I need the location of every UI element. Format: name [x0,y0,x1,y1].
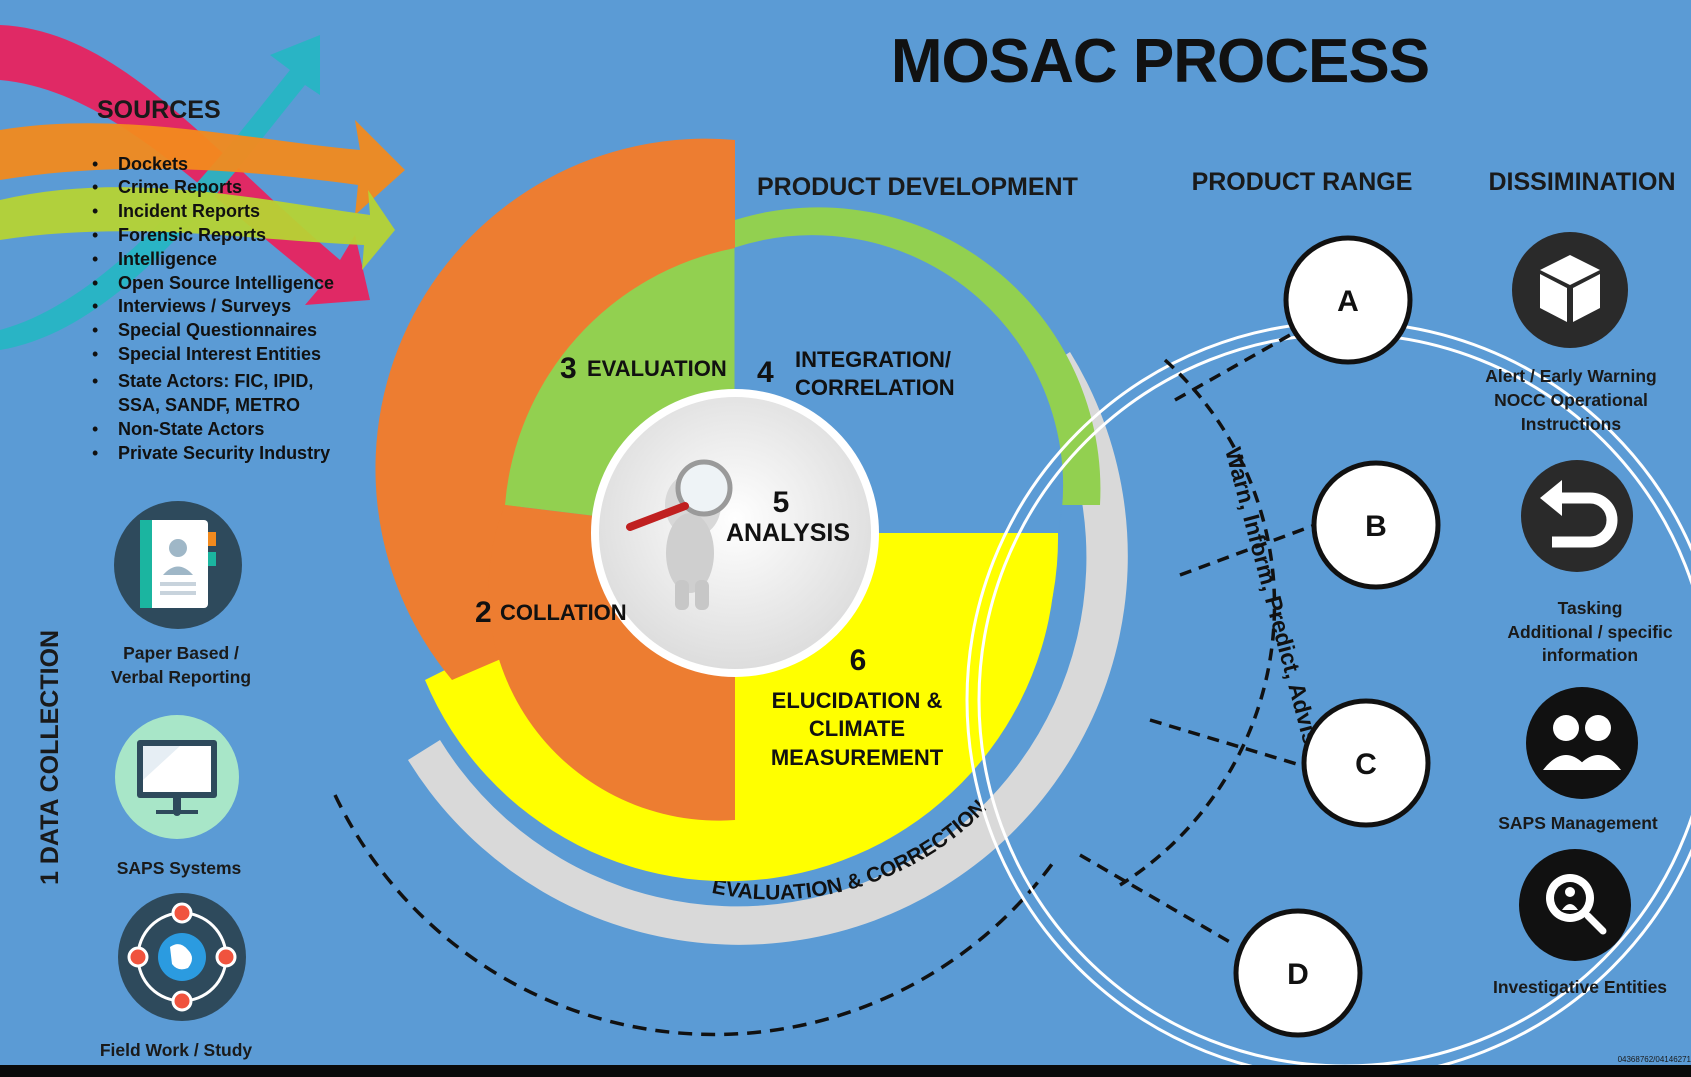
source-bullet: • [92,225,98,245]
source-item: Interviews / Surveys [118,296,291,316]
collation-label: COLLATION [500,600,627,625]
product-range-heading: PRODUCT RANGE [1192,168,1413,196]
product-b-letter: B [1365,510,1387,543]
return-arrow-icon [1521,460,1633,572]
tasking-caption-line3: information [1542,645,1638,665]
paper-based-caption-line1: Paper Based / [123,643,239,663]
sources-arrows-graphic [0,25,405,350]
box-icon [1512,232,1628,348]
integration-label-line1: INTEGRATION/ [795,347,951,372]
integration-number: 4 [757,356,774,389]
saps-systems-caption: SAPS Systems [117,858,242,878]
product-b: B [1311,460,1441,590]
analysis-number: 5 [773,486,790,519]
elucidation-number: 6 [850,644,867,677]
notebook-icon [114,501,242,629]
sources-panel: SOURCES • Dockets • Crime Reports • Incident … [92,96,334,463]
footer-code: 04368762/04146271 [1618,1055,1691,1064]
collation-number: 2 [475,596,492,629]
investigator-icon [1519,849,1631,961]
evaluation-number: 3 [560,352,577,385]
product-d: D [1233,908,1363,1038]
source-item: Forensic Reports [118,225,266,245]
analysis-label: ANALYSIS [726,519,850,547]
tasking-caption-line2: Additional / specific [1507,622,1673,642]
integration-label-line2: CORRELATION [795,375,955,400]
page-title: MOSAC PROCESS [891,27,1429,96]
sources-list: • Dockets • Crime Reports • Incident Reports •… [92,154,334,463]
source-bullet: • [92,443,98,463]
saps-management-caption: SAPS Management [1498,813,1658,833]
product-connectors [1079,333,1316,947]
collection-dashed-arc [333,794,1057,1037]
bottom-bar [0,1065,1691,1077]
source-bullet: • [92,249,98,269]
sources-state-actors-line2: SSA, SANDF, METRO [118,395,300,415]
warn-inform-predict-advise: Warn, Inform, Predict, Advise [1220,445,1328,760]
source-bullet: • [92,201,98,221]
source-item: Non-State Actors [118,419,264,439]
source-bullet: • [92,177,98,197]
analyst-magnifier-icon [626,459,733,610]
source-bullet: • [92,344,98,364]
elucidation-label-line3: MEASUREMENT [771,745,944,770]
source-item: Special Questionnaires [118,320,317,340]
analysis-center [591,389,879,677]
paper-based-caption-line2: Verbal Reporting [111,667,251,687]
product-a-letter: A [1337,285,1359,318]
alert-caption-line2: NOCC Operational [1494,390,1648,410]
data-collection-label: 1 DATA COLLECTION [36,630,64,885]
alert-caption-line1: Alert / Early Warning [1485,366,1656,386]
product-development-heading: PRODUCT DEVELOPMENT [757,173,1078,201]
investigative-entities-caption: Investigative Entities [1493,977,1667,997]
source-item: State Actors: FIC, IPID, [118,371,313,391]
dissemination-heading: DISSIMINATION [1488,168,1675,196]
integration-ring-segment [735,207,1101,505]
evaluation-label: EVALUATION [587,356,727,381]
product-c: C [1301,698,1431,828]
source-item: Private Security Industry [118,443,330,463]
elucidation-label-line2: CLIMATE [809,716,905,741]
alert-caption-line3: Instructions [1521,414,1621,434]
product-c-letter: C [1355,748,1377,781]
source-item: Incident Reports [118,201,260,221]
source-bullet: • [92,419,98,439]
people-icon [1526,687,1638,799]
source-bullet: • [92,371,98,391]
globe-network-icon [118,893,246,1021]
computer-icon [115,715,239,839]
source-item: Crime Reports [118,177,242,197]
source-item: Dockets [118,154,188,174]
tasking-caption-line1: Tasking [1558,598,1623,618]
source-bullet: • [92,320,98,340]
field-work-caption: Field Work / Study [100,1040,253,1060]
source-item: Open Source Intelligence [118,273,334,293]
elucidation-label-line1: ELUCIDATION & [772,688,943,713]
source-bullet: • [92,296,98,316]
source-item: Intelligence [118,249,217,269]
source-bullet: • [92,273,98,293]
source-item: Special Interest Entities [118,344,321,364]
product-d-letter: D [1287,958,1309,991]
sources-heading: SOURCES [97,96,221,124]
source-bullet: • [92,154,98,174]
product-a: A [1283,235,1413,365]
